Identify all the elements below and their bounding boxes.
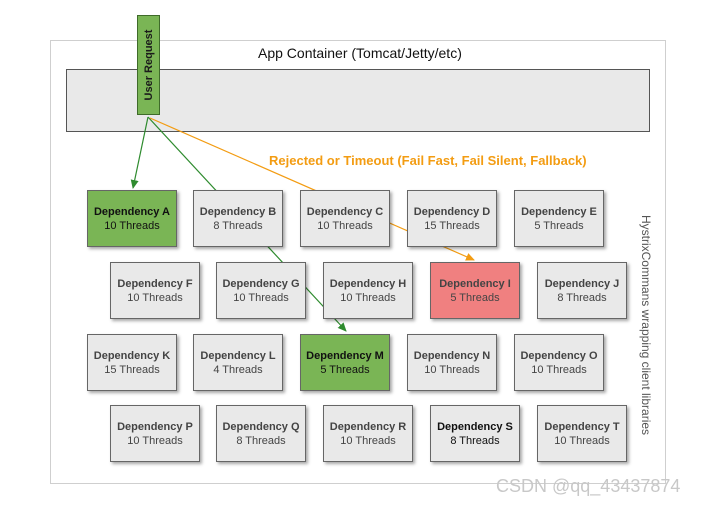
dependency-threads: 8 Threads — [213, 219, 263, 232]
dependency-name: Dependency H — [329, 277, 407, 290]
dependency-name: Dependency Q — [222, 420, 300, 433]
dependency-threads: 10 Threads — [340, 434, 396, 447]
rejected-timeout-label: Rejected or Timeout (Fail Fast, Fail Sil… — [269, 153, 587, 168]
dependency-threads: 4 Threads — [213, 363, 263, 376]
dependency-name: Dependency M — [306, 349, 384, 362]
dependency-name: Dependency O — [520, 349, 598, 362]
dependency-threads: 5 Threads — [320, 363, 370, 376]
dependency-name: Dependency P — [117, 420, 193, 433]
dependency-threads: 8 Threads — [236, 434, 286, 447]
app-container-server-bar — [66, 69, 650, 132]
dependency-name: Dependency E — [521, 205, 597, 218]
dependency-name: Dependency T — [544, 420, 620, 433]
watermark-text: CSDN @qq_43437874 — [496, 476, 681, 496]
request-arrow-to-dependency-a — [130, 116, 149, 189]
dependency-name: Dependency I — [439, 277, 511, 290]
hystrix-commands-side-label: HystrixCommans wrapping client libraries — [637, 205, 655, 445]
dependency-name: Dependency D — [413, 205, 491, 218]
dependency-threads: 10 Threads — [317, 219, 373, 232]
dependency-name: Dependency A — [93, 205, 170, 218]
dependency-name: Dependency N — [413, 349, 491, 362]
dependency-name: Dependency B — [199, 205, 277, 218]
dependency-threads: 10 Threads — [340, 291, 396, 304]
dependency-threads: 10 Threads — [233, 291, 289, 304]
dependency-name: Dependency K — [93, 349, 171, 362]
dependency-threads: 5 Threads — [534, 219, 584, 232]
side-label-text: HystrixCommans wrapping client libraries — [639, 214, 653, 436]
dependency-name: Dependency J — [544, 277, 620, 290]
dependency-threads: 5 Threads — [450, 291, 500, 304]
user-request-label: User Request — [142, 29, 155, 101]
dependency-threads: 15 Threads — [424, 219, 480, 232]
dependency-threads: 10 Threads — [127, 434, 183, 447]
dependency-threads: 15 Threads — [104, 363, 160, 376]
dependency-name: Dependency L — [200, 349, 276, 362]
dependency-threads: 8 Threads — [557, 291, 607, 304]
app-container-label: App Container (Tomcat/Jetty/etc) — [258, 45, 462, 61]
dependency-threads: 10 Threads — [554, 434, 610, 447]
dependency-name: Dependency R — [329, 420, 407, 433]
dependency-threads: 10 Threads — [424, 363, 480, 376]
dependency-threads: 10 Threads — [127, 291, 183, 304]
dependency-name: Dependency C — [306, 205, 384, 218]
dependency-threads: 10 Threads — [531, 363, 587, 376]
dependency-name: Dependency S — [437, 420, 513, 433]
dependency-threads: 10 Threads — [104, 219, 160, 232]
user-request-box: User Request — [137, 15, 160, 115]
dependency-name: Dependency G — [222, 277, 300, 290]
dependency-threads: 8 Threads — [450, 434, 500, 447]
dependency-name: Dependency F — [117, 277, 193, 290]
